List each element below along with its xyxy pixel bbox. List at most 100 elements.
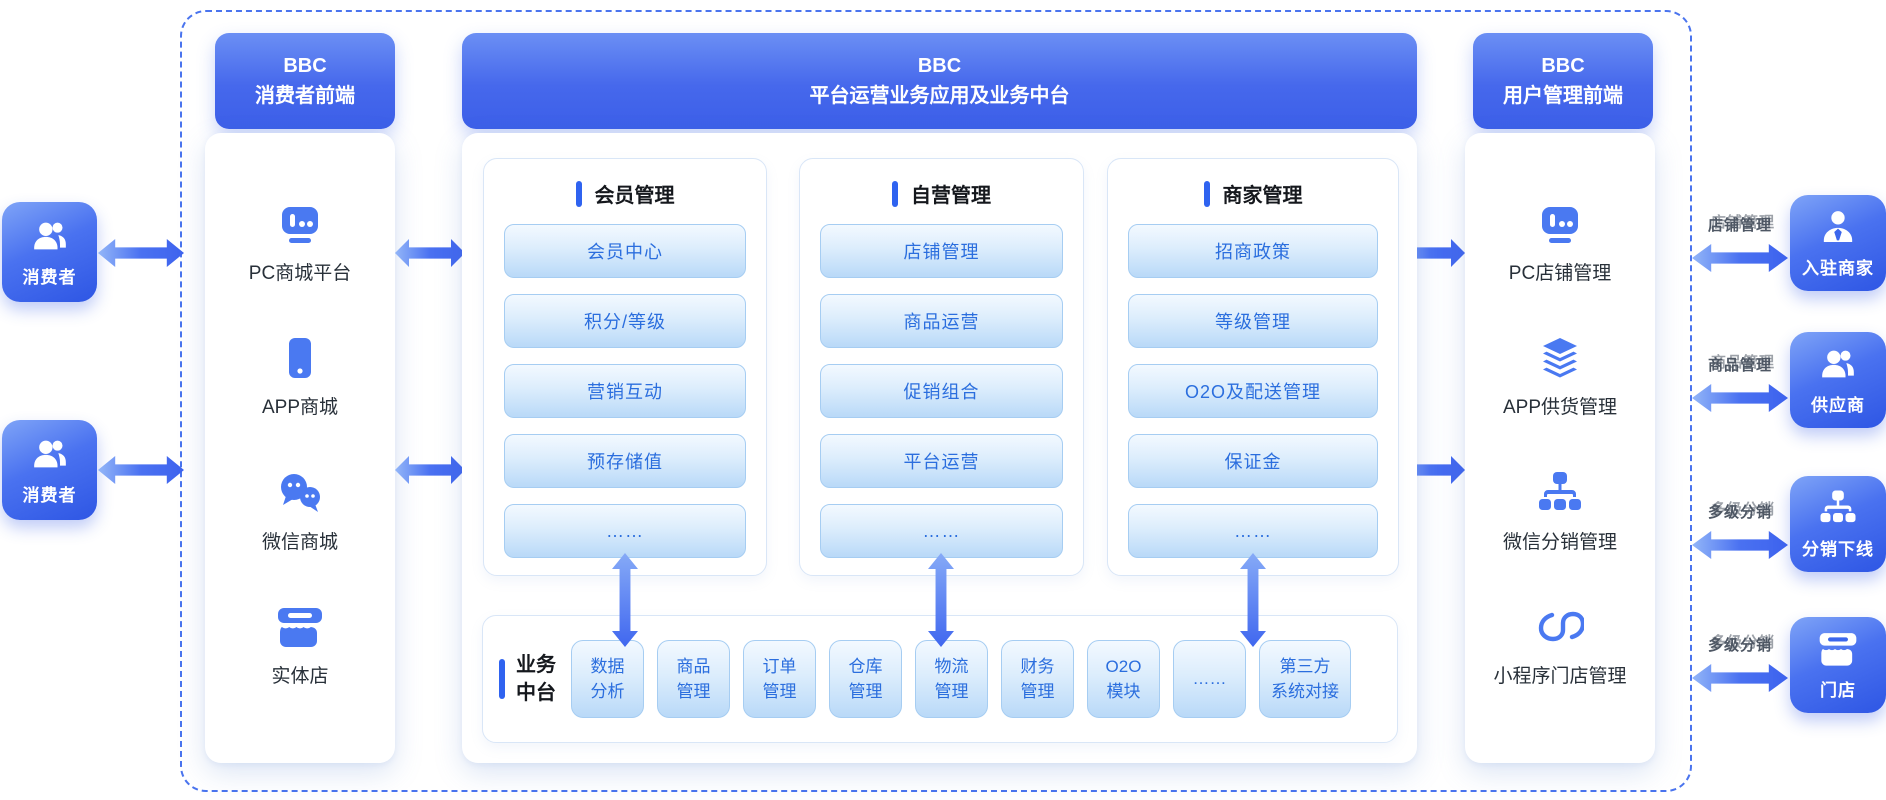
settled-merchant-box: 入驻商家	[1790, 195, 1886, 291]
connector-arrow	[98, 456, 184, 484]
group-title-text: 会员管理	[594, 185, 675, 207]
consumer-actor-box: 消费者	[2, 202, 97, 302]
arrow-label-text: 商品管理	[1707, 357, 1772, 374]
channel-label: 微信商城	[261, 531, 338, 553]
self-operation-group: 自营管理 店铺管理 商品运营 促销组合 平台运营 ……	[799, 158, 1084, 576]
actor-label: 供应商	[1811, 396, 1865, 415]
title-bar-marker	[1203, 180, 1210, 207]
wechat-icon	[280, 473, 320, 512]
arrow-label-shop-management: 店铺管理 店铺管理	[1692, 214, 1788, 235]
arrow-label-ghost: 店铺管理	[1710, 214, 1775, 231]
arrow-label-multilevel-distribution: 多级分销 多级分销	[1692, 501, 1788, 522]
header-line2: 平台运营业务应用及业务中台	[809, 85, 1070, 107]
connector-arrow	[1692, 384, 1788, 412]
tool-label: PC店铺管理	[1508, 263, 1612, 285]
tool-label: 小程序门店管理	[1493, 665, 1627, 687]
connector-arrow	[1692, 244, 1788, 272]
connector-arrow	[1692, 664, 1788, 692]
capability-chip: 仓库 管理	[829, 640, 902, 718]
middle-platform-title: 业务 中台	[499, 651, 556, 707]
user-frontend-header: BBC 用户管理前端	[1473, 33, 1653, 129]
tool-pc-shop-admin: PC店铺管理	[1509, 200, 1611, 285]
capability-chip: O2O 模块	[1087, 640, 1160, 718]
module-pill: 店铺管理	[820, 224, 1063, 278]
module-pill: 招商政策	[1128, 224, 1378, 278]
capability-chip: 财务 管理	[1001, 640, 1074, 718]
arrow-label-text: 多级分销	[1707, 504, 1772, 521]
module-pill: O2O及配送管理	[1128, 364, 1378, 418]
connector-arrow	[1692, 531, 1788, 559]
people-icon	[33, 222, 66, 250]
capability-chip: 数据 分析	[571, 640, 644, 718]
channel-offline-store: 实体店	[271, 603, 329, 688]
module-pill: 会员中心	[504, 224, 746, 278]
people-icon	[33, 440, 66, 468]
actor-label: 分销下线	[1802, 540, 1874, 559]
supplier-box: 供应商	[1790, 332, 1886, 428]
channel-label: PC商城平台	[248, 263, 352, 285]
people-icon	[1822, 350, 1854, 378]
group-title-text: 自营管理	[911, 185, 991, 207]
connector-arrow	[98, 239, 184, 267]
layers-icon	[1543, 338, 1577, 378]
merchant-management-group: 商家管理 招商政策 等级管理 O2O及配送管理 保证金 ……	[1107, 158, 1399, 576]
arrow-label-ghost: 多级分销	[1710, 634, 1775, 651]
group-title: 商家管理	[1108, 179, 1398, 208]
arrow-label-ghost: 商品管理	[1710, 354, 1775, 371]
arrow-label-multilevel-distribution: 多级分销 多级分销	[1692, 634, 1788, 655]
capability-chip: 订单 管理	[743, 640, 816, 718]
module-pill: 积分/等级	[504, 294, 746, 348]
consumer-actor-box: 消费者	[2, 420, 97, 520]
actor-label: 消费者	[22, 268, 77, 287]
tool-label: APP供货管理	[1502, 397, 1618, 419]
module-pill: 保证金	[1128, 434, 1378, 488]
tool-wechat-distribution-admin: 微信分销管理	[1503, 469, 1617, 554]
tool-app-supply-admin: APP供货管理	[1503, 334, 1617, 419]
consumer-frontend-panel: PC商城平台 APP商城 微信商城 实体店	[205, 133, 395, 763]
member-management-group: 会员管理 会员中心 积分/等级 营销互动 预存储值 ……	[483, 158, 767, 576]
consumer-frontend-header: BBC 消费者前端	[215, 33, 395, 129]
module-pill: 商品运营	[820, 294, 1063, 348]
module-pill: 促销组合	[820, 364, 1063, 418]
arrow-label-goods-management: 商品管理 商品管理	[1692, 354, 1788, 375]
header-line1: BBC	[1541, 55, 1585, 77]
title-bar-marker	[575, 180, 582, 207]
capability-chip-ellipsis: ……	[1173, 640, 1246, 718]
module-pill: 预存储值	[504, 434, 746, 488]
arrow-label-text: 多级分销	[1707, 637, 1772, 654]
channel-app-mall: APP商城	[262, 334, 338, 419]
platform-header: BBC 平台运营业务应用及业务中台	[462, 33, 1417, 129]
arrow-label-ghost: 多级分销	[1710, 501, 1775, 518]
module-pill: 营销互动	[504, 364, 746, 418]
arrow-label-text: 店铺管理	[1707, 217, 1772, 234]
actor-label: 消费者	[22, 486, 77, 505]
store-icon	[277, 607, 322, 647]
header-line1: BBC	[917, 55, 962, 77]
actor-label: 入驻商家	[1802, 259, 1874, 278]
org-chart-icon	[1820, 490, 1856, 523]
phone-icon	[289, 338, 311, 379]
tool-label: 微信分销管理	[1502, 531, 1617, 553]
group-title: 自营管理	[800, 179, 1083, 208]
store-icon	[1819, 633, 1857, 666]
monitor-icon	[1542, 207, 1578, 244]
user-frontend-panel: PC店铺管理 APP供货管理 微信分销管理 小程序门店管理	[1465, 133, 1655, 763]
capability-chip: 商品 管理	[657, 640, 730, 718]
channel-label: APP商城	[261, 397, 339, 419]
distributor-box: 分销下线	[1790, 476, 1886, 572]
monitor-icon	[282, 207, 318, 244]
header-line1: BBC	[283, 55, 327, 77]
channel-label: 实体店	[271, 665, 329, 687]
channel-wechat-mall: 微信商城	[262, 469, 338, 554]
header-line2: 消费者前端	[255, 85, 355, 107]
middle-platform-chips: 数据 分析 商品 管理 订单 管理 仓库 管理 物流 管理 财务 管理 O2O …	[571, 640, 1351, 718]
title-bar-marker	[499, 659, 505, 699]
tool-miniprogram-store-admin: 小程序门店管理	[1493, 603, 1627, 688]
header-line2: 用户管理前端	[1503, 85, 1623, 107]
capability-chip: 物流 管理	[915, 640, 988, 718]
miniprogram-icon	[1538, 611, 1584, 641]
dashed-boundary	[180, 10, 1692, 792]
module-pill-ellipsis: ……	[1128, 504, 1378, 558]
group-title-text: 商家管理	[1222, 185, 1303, 207]
module-pill-ellipsis: ……	[820, 504, 1063, 558]
